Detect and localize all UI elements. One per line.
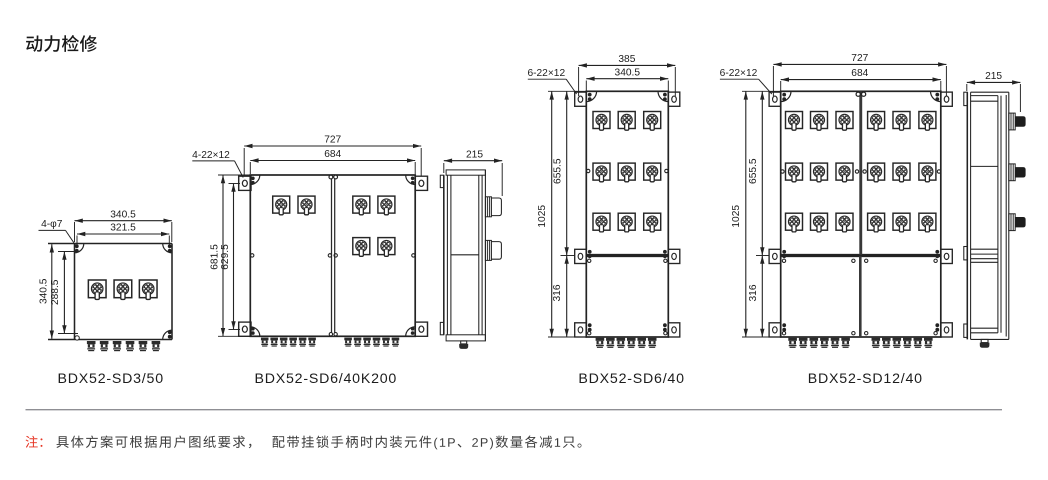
- svg-text:684: 684: [324, 149, 341, 160]
- svg-text:684: 684: [851, 68, 868, 79]
- svg-text:681.5: 681.5: [209, 244, 220, 270]
- svg-text:4-22×12: 4-22×12: [192, 150, 230, 161]
- svg-text:727: 727: [851, 53, 868, 64]
- svg-text:1025: 1025: [537, 205, 548, 228]
- svg-text:288.5: 288.5: [50, 279, 61, 305]
- svg-text:BDX52-SD6/40: BDX52-SD6/40: [578, 371, 684, 387]
- svg-text:385: 385: [618, 54, 635, 65]
- svg-text:655.5: 655.5: [748, 158, 759, 184]
- svg-text:6-22×12: 6-22×12: [527, 68, 565, 79]
- svg-text:321.5: 321.5: [110, 223, 136, 234]
- svg-text:316: 316: [552, 284, 563, 301]
- svg-text:340.5: 340.5: [615, 67, 641, 78]
- svg-text:629.5: 629.5: [220, 244, 231, 270]
- svg-text:BDX52-SD12/40: BDX52-SD12/40: [808, 371, 923, 387]
- svg-text:4-φ7: 4-φ7: [41, 219, 63, 230]
- svg-text:316: 316: [748, 284, 759, 301]
- svg-text:727: 727: [324, 135, 341, 146]
- svg-text:340.5: 340.5: [39, 278, 50, 304]
- svg-text:BDX52-SD6/40K200: BDX52-SD6/40K200: [254, 371, 397, 387]
- svg-text:6-22×12: 6-22×12: [720, 68, 758, 79]
- svg-text:215: 215: [466, 149, 483, 160]
- svg-text:340.5: 340.5: [110, 209, 136, 220]
- svg-text:1025: 1025: [731, 205, 742, 228]
- svg-text:655.5: 655.5: [552, 158, 563, 184]
- svg-text:BDX52-SD3/50: BDX52-SD3/50: [58, 371, 164, 387]
- svg-text:215: 215: [985, 71, 1002, 82]
